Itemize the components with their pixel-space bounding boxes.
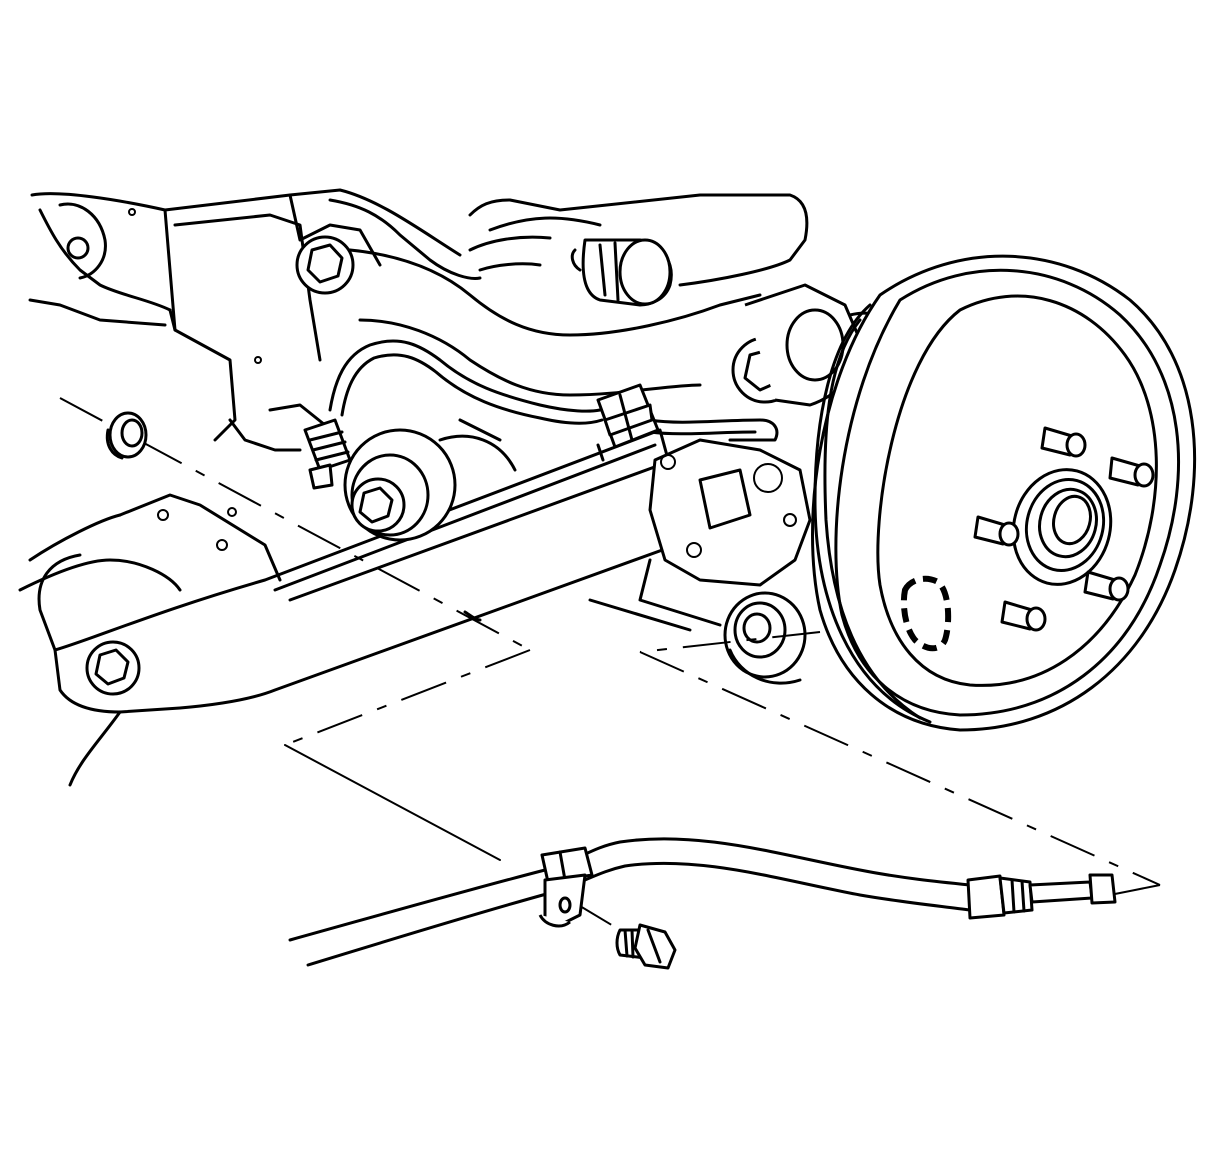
cable-end-fitting [966,874,1006,920]
wheel-studs [973,426,1155,632]
brake-drum [811,254,1197,732]
cable-bracket-bolt [615,923,677,970]
wheel-stud [1083,570,1130,602]
frame-crossmember [28,188,482,452]
spindle-knuckle [588,438,812,632]
wheel-stud [973,515,1020,547]
cable-grommet [105,411,148,460]
lower-shock-bushing [723,591,807,685]
wheel-stud [1000,600,1047,632]
park-brake-cable [288,837,1117,967]
wheel-stud [1108,456,1155,488]
wheel-stud [1040,426,1087,458]
axle-bushing-center [343,418,517,542]
frame-hole [66,236,90,260]
brake-line [328,339,779,442]
frame-bolt-upper [295,235,355,295]
callout-lines [59,397,1161,931]
hidden-cable-end [900,575,952,652]
trailing-arm [348,193,809,397]
wheel-hub [1011,468,1113,586]
rear-axle-beam [18,428,692,787]
upper-bushing [570,238,673,307]
brake-line-fitting [596,383,660,462]
brake-hose-fitting [303,418,352,490]
axle-pivot-bolt [85,640,141,696]
cable-bracket [538,846,594,928]
